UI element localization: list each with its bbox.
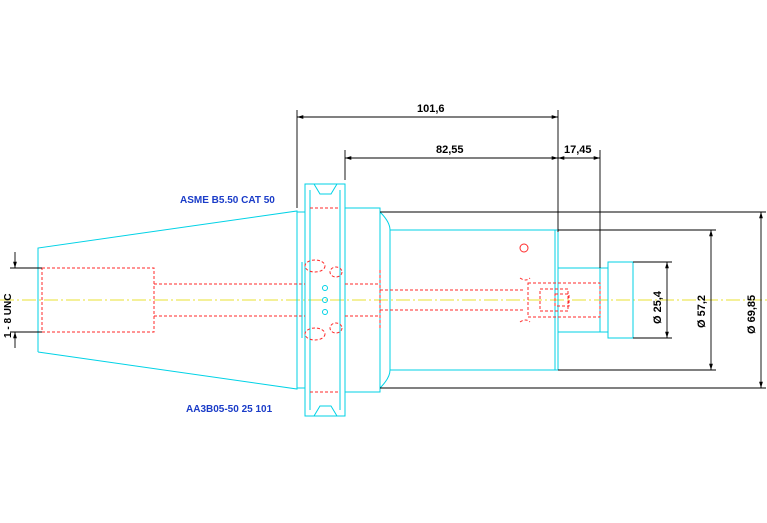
dim-thread-label: 1 - 8 UNC [3,294,14,338]
flange [296,183,381,417]
part-number-label: AA3B05-50 25 101 [186,404,273,415]
dim-dia-flange-label: Ø 69,85 [746,295,758,334]
dim-dia-flange [380,211,766,389]
dim-total-length [296,110,559,232]
dim-dia-bore [633,261,672,339]
dim-gauge-length-label: 82,55 [436,144,464,156]
dim-flange-length-label: 17,45 [564,144,592,156]
dim-total-length-label: 101,6 [417,103,445,115]
dim-dia-body [558,229,716,371]
dim-dia-body-label: Ø 57,2 [696,295,708,328]
dim-thread [10,252,42,348]
dim-flange-length [558,150,601,268]
taper-cone [37,210,298,390]
standard-label: ASME B5.50 CAT 50 [180,195,275,206]
end-cap [557,261,634,339]
dim-gauge-length [344,150,558,180]
dim-dia-bore-label: Ø 25,4 [652,290,664,324]
hidden-lines [41,207,601,393]
drive-key-holes [301,262,328,338]
